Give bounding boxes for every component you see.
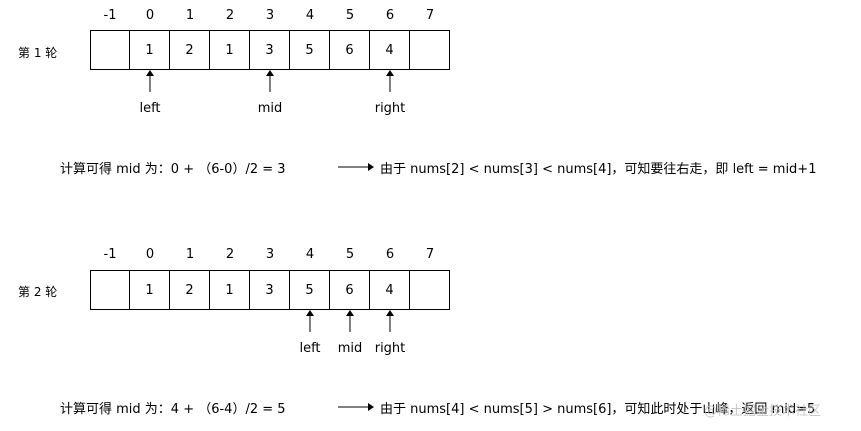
array-cell: 1 (210, 30, 250, 70)
index-label: 5 (345, 8, 355, 23)
array-cell: 1 (210, 270, 250, 310)
array-cell: 5 (290, 270, 330, 310)
array-cell (410, 30, 450, 70)
index-label: 3 (265, 247, 275, 262)
array-cell (90, 270, 130, 310)
round-2-right-arrow-icon (338, 403, 374, 411)
index-label: 3 (265, 8, 275, 23)
round-1-label: 第 1 轮 (18, 46, 58, 60)
round-2-conclusion: 由于 nums[4] < nums[5] > nums[6]，可知此时处于山峰，… (380, 402, 816, 417)
array-cell: 4 (370, 270, 410, 310)
index-label: 1 (185, 8, 195, 23)
array-cell: 6 (330, 30, 370, 70)
array-cell: 3 (250, 270, 290, 310)
right-pointer-arrow-icon (386, 310, 394, 332)
left-pointer-label: left (299, 341, 321, 356)
mid-pointer-label: mid (337, 341, 363, 356)
index-label: 0 (145, 8, 155, 23)
array-cell: 2 (170, 30, 210, 70)
index-label: 2 (225, 247, 235, 262)
array-cell: 1 (130, 30, 170, 70)
round-1-right-arrow-icon (338, 163, 374, 171)
index-label: 4 (305, 8, 315, 23)
index-label: 4 (305, 247, 315, 262)
round-1-conclusion: 由于 nums[2] < nums[3] < nums[4]，可知要往右走，即 … (380, 162, 817, 177)
round-1-formula: 计算可得 mid 为：0 + （6-0）/2 = 3 (60, 162, 286, 177)
index-label: 6 (385, 8, 395, 23)
array-cell: 2 (170, 270, 210, 310)
left-pointer-arrow-icon (146, 70, 154, 92)
mid-pointer-arrow-icon (266, 70, 274, 92)
left-pointer-arrow-icon (306, 310, 314, 332)
round-2-label: 第 2 轮 (18, 285, 58, 299)
array-cell (90, 30, 130, 70)
right-pointer-label: right (374, 101, 406, 116)
index-label: 7 (425, 247, 435, 262)
array-cell: 6 (330, 270, 370, 310)
array-cell: 4 (370, 30, 410, 70)
index-label: 0 (145, 247, 155, 262)
index-label: 2 (225, 8, 235, 23)
index-label: 7 (425, 8, 435, 23)
index-label: 6 (385, 247, 395, 262)
watermark: @稀土掘金技术社区 (704, 404, 822, 419)
left-pointer-label: left (139, 101, 161, 116)
right-pointer-label: right (374, 341, 406, 356)
array-cell (410, 270, 450, 310)
index-label: -1 (103, 8, 117, 23)
mid-pointer-label: mid (257, 101, 283, 116)
index-label: 1 (185, 247, 195, 262)
array-cell: 3 (250, 30, 290, 70)
index-label: 5 (345, 247, 355, 262)
right-pointer-arrow-icon (386, 70, 394, 92)
array-cell: 5 (290, 30, 330, 70)
round-2-formula: 计算可得 mid 为：4 + （6-4）/2 = 5 (60, 402, 286, 417)
index-label: -1 (103, 247, 117, 262)
mid-pointer-arrow-icon (346, 310, 354, 332)
array-cell: 1 (130, 270, 170, 310)
